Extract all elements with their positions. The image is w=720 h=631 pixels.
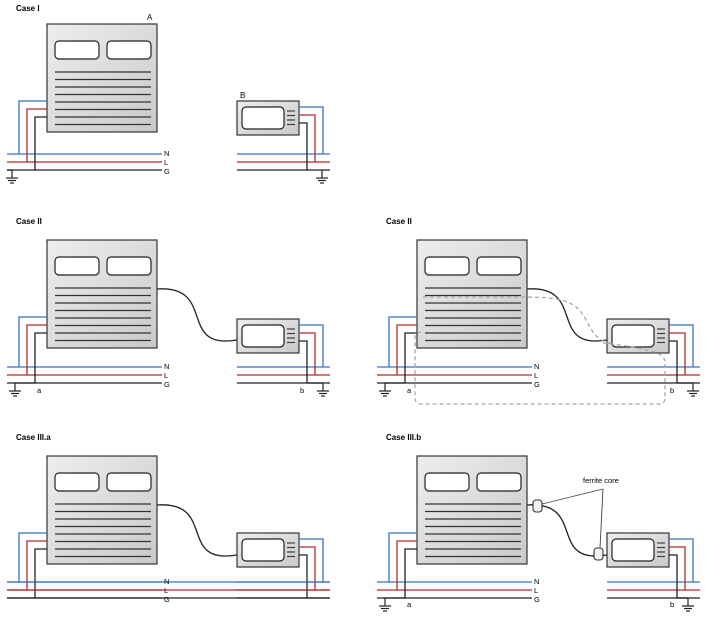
case2a-b-screen bbox=[241, 324, 285, 348]
case-2-title-b: Case II bbox=[386, 217, 412, 226]
case2b-a-window-left bbox=[424, 256, 470, 276]
case1-a-window-right bbox=[106, 40, 152, 60]
case3b-b-n-drop bbox=[669, 538, 694, 582]
case3b-b-g-drop bbox=[669, 554, 678, 598]
case3a-b-n-drop bbox=[299, 538, 324, 582]
n-label-2a: N bbox=[164, 362, 170, 371]
case1-a-cabinet bbox=[46, 23, 158, 133]
case2b-a-g-drop bbox=[404, 332, 417, 383]
point-b-2a: b bbox=[300, 386, 305, 395]
case2b-a-window-right bbox=[476, 256, 522, 276]
l-label-3a: L bbox=[164, 586, 169, 595]
l-label-2a: L bbox=[164, 371, 169, 380]
case3b-a-cabinet bbox=[416, 455, 528, 565]
g-label-2b: G bbox=[534, 380, 540, 389]
case3a-a-window-right bbox=[106, 472, 152, 492]
point-b-3b: b bbox=[670, 600, 675, 609]
case2b-b-screen bbox=[611, 324, 655, 348]
case2b-b-n-drop bbox=[669, 324, 694, 367]
l-label-3b: L bbox=[534, 586, 539, 595]
case1-b-l-drop bbox=[299, 114, 316, 162]
case3a-b-l-drop bbox=[299, 546, 316, 590]
n-label-2b: N bbox=[534, 362, 540, 371]
g-label-2a: G bbox=[164, 380, 170, 389]
case2b-a-cabinet bbox=[416, 239, 528, 349]
case-1-title: Case I bbox=[16, 4, 40, 13]
ferrite-core-b bbox=[593, 547, 604, 561]
n-label-3a: N bbox=[164, 577, 170, 586]
ground-loop-path bbox=[414, 296, 666, 405]
point-a-2b: a bbox=[407, 386, 412, 395]
case3b-a-window-left bbox=[424, 472, 470, 492]
case-2-title: Case II bbox=[16, 217, 42, 226]
g-label-3b: G bbox=[534, 595, 540, 604]
g-label-1: G bbox=[164, 167, 170, 176]
ferrite-core-label: ferrite core bbox=[583, 476, 619, 485]
case3a-signal-cable bbox=[156, 504, 238, 557]
case2b-b-g-drop bbox=[669, 340, 678, 383]
case3b-a-l-drop bbox=[396, 540, 417, 590]
case1-a-n-drop bbox=[18, 100, 47, 154]
g-label-3a: G bbox=[164, 595, 170, 604]
case2b-b-l-drop bbox=[669, 332, 686, 375]
ferrite-pointer-b bbox=[599, 488, 604, 549]
ferrite-core-a bbox=[532, 499, 543, 513]
ferrite-pointer-a bbox=[541, 488, 604, 505]
l-label-2b: L bbox=[534, 371, 539, 380]
case1-b-g-drop bbox=[299, 122, 308, 170]
case2b-signal-cable bbox=[526, 288, 608, 342]
case1-a-l-drop bbox=[26, 108, 47, 162]
case2a-a-window-right bbox=[106, 256, 152, 276]
case3a-a-n-drop bbox=[18, 532, 47, 582]
n-label-3b: N bbox=[534, 577, 540, 586]
case2b-a-l-drop bbox=[396, 324, 417, 375]
case3b-a-g-drop bbox=[404, 548, 417, 598]
case2a-signal-cable bbox=[156, 288, 238, 342]
case3b-a-window-right bbox=[476, 472, 522, 492]
device-b-label: B bbox=[240, 91, 246, 100]
case3a-a-cabinet bbox=[46, 455, 158, 565]
case3b-b-screen bbox=[611, 538, 655, 562]
case1-a-g-drop bbox=[34, 116, 47, 170]
case3a-a-window-left bbox=[54, 472, 100, 492]
l-label-1: L bbox=[164, 158, 169, 167]
case2a-a-n-drop bbox=[18, 316, 47, 367]
case2a-a-window-left bbox=[54, 256, 100, 276]
case3a-b-screen bbox=[241, 538, 285, 562]
case1-b-n-drop bbox=[299, 106, 324, 154]
case3b-a-n-drop bbox=[388, 532, 417, 582]
point-b-2b: b bbox=[670, 386, 675, 395]
case3a-a-g-drop bbox=[34, 548, 47, 598]
device-a-label: A bbox=[147, 13, 153, 22]
point-a-3b: a bbox=[407, 600, 412, 609]
case2a-a-l-drop bbox=[26, 324, 47, 375]
case1-b-screen bbox=[241, 106, 285, 130]
case3a-b-g-drop bbox=[299, 554, 308, 598]
case3b-signal-cable bbox=[526, 504, 608, 557]
point-a-2a: a bbox=[37, 386, 42, 395]
case2a-b-g-drop bbox=[299, 340, 308, 383]
case1-a-window-left bbox=[54, 40, 100, 60]
case3b-b-l-drop bbox=[669, 546, 686, 590]
case2b-a-n-drop bbox=[388, 316, 417, 367]
case-3b-title: Case III.b bbox=[386, 433, 422, 442]
case2a-b-n-drop bbox=[299, 324, 324, 367]
case2a-a-g-drop bbox=[34, 332, 47, 383]
case3a-a-l-drop bbox=[26, 540, 47, 590]
case2a-b-l-drop bbox=[299, 332, 316, 375]
n-label-1: N bbox=[164, 149, 170, 158]
case2a-a-cabinet bbox=[46, 239, 158, 349]
case-3a-title: Case III.a bbox=[16, 433, 51, 442]
